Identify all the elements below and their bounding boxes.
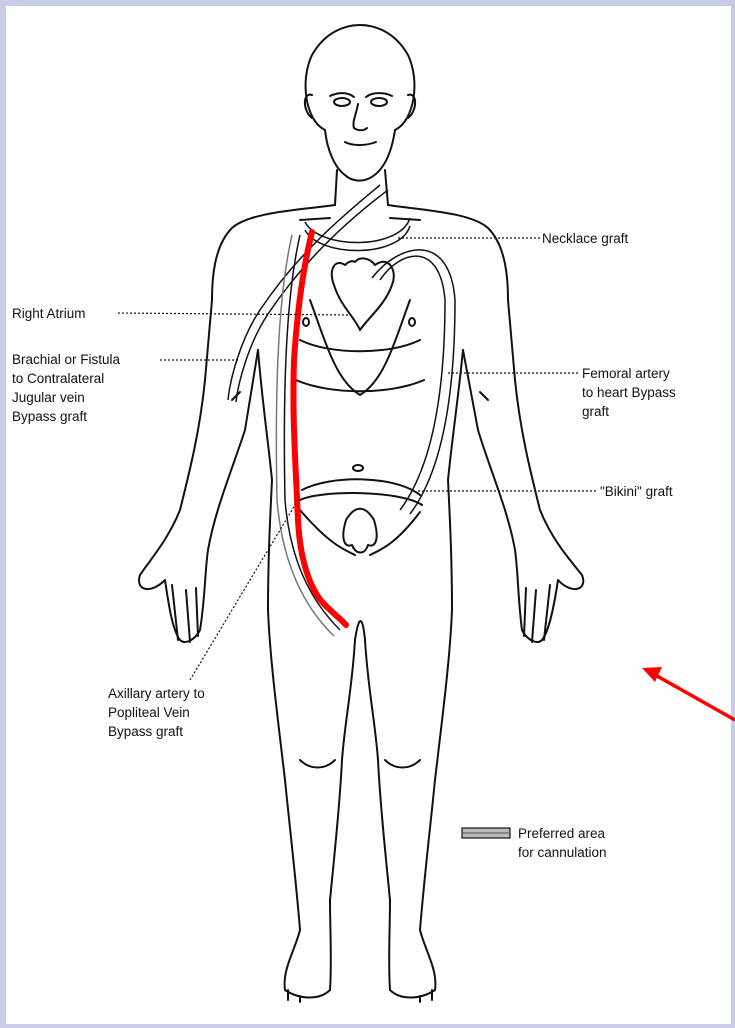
legend-label: Preferred area for cannulation [518, 824, 607, 862]
red-arrow [642, 667, 735, 720]
legend-swatch [462, 828, 510, 838]
highlight-path [293, 232, 346, 625]
label-right-atrium: Right Atrium [12, 304, 86, 323]
label-bikini-graft: "Bikini" graft [600, 482, 673, 501]
label-femoral-graft: Femoral artery to heart Bypass graft [582, 364, 676, 421]
heart-shape [332, 258, 394, 330]
label-brachial-graft: Brachial or Fistula to Contralateral Jug… [12, 350, 120, 426]
label-axillary-graft: Axillary artery to Popliteal Vein Bypass… [108, 684, 205, 741]
head-outline [306, 25, 415, 181]
necklace-graft [305, 218, 410, 243]
leader-axillary [190, 500, 298, 680]
label-necklace-graft: Necklace graft [542, 229, 628, 248]
femoral-graft [380, 256, 445, 510]
brachial-graft [228, 185, 380, 400]
